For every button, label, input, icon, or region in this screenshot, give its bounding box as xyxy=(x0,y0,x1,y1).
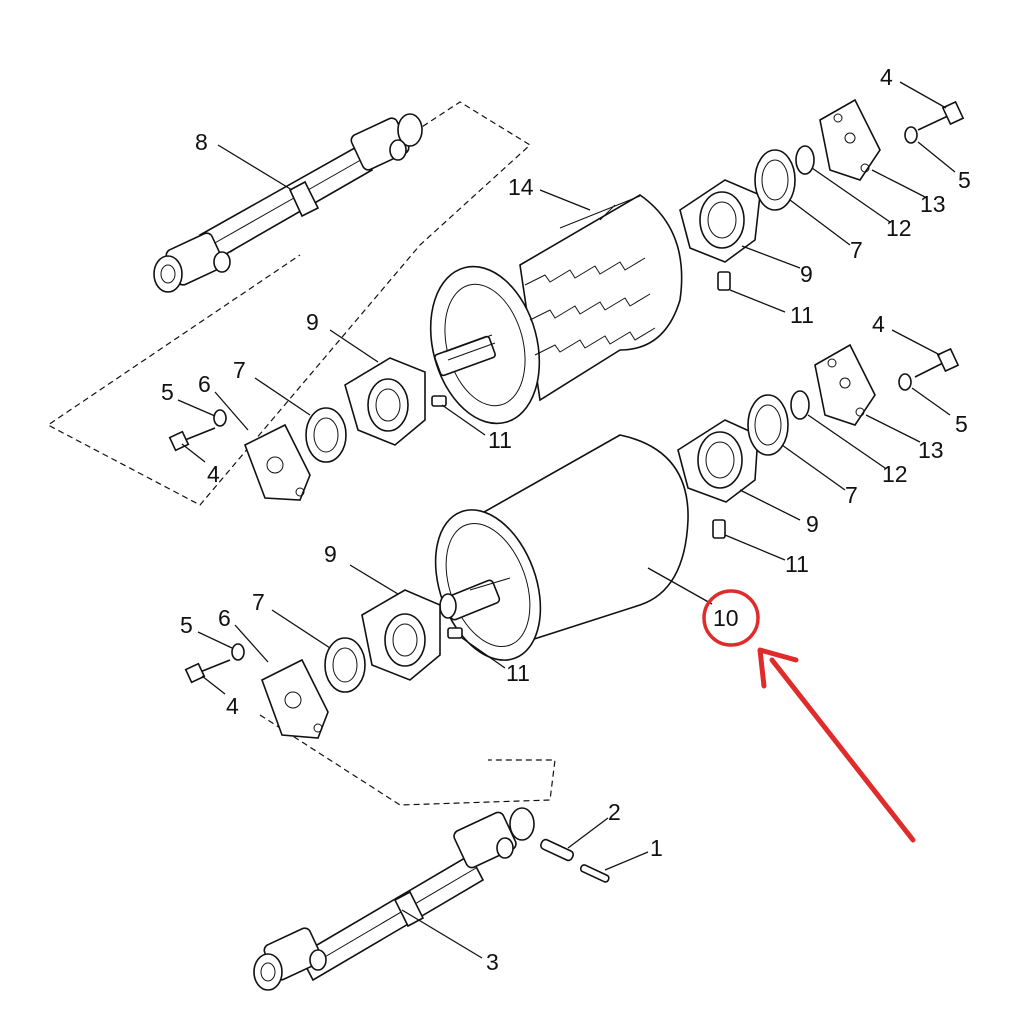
bolt-upper-left xyxy=(168,427,216,452)
bearing-lower-left xyxy=(324,637,366,693)
drive-shaft-lower xyxy=(253,807,535,991)
bolt-lower-left xyxy=(184,659,231,684)
highlight-arrow xyxy=(757,647,916,843)
callout-7-upper-left: 7 xyxy=(233,357,246,383)
callout-1: 1 xyxy=(650,835,663,861)
callout-9-lower-left: 9 xyxy=(324,541,337,567)
callout-9-upper-left: 9 xyxy=(306,309,319,335)
bolt-upper-right xyxy=(917,100,965,131)
callout-12-lower-right: 12 xyxy=(882,461,908,487)
drum-lower xyxy=(434,434,689,661)
highlight-circle xyxy=(702,589,760,647)
callout-13-upper-right: 13 xyxy=(920,191,946,217)
flange-plate-upper-left xyxy=(243,423,311,501)
callout-11-lower-right: 11 xyxy=(785,551,809,577)
assembly-dashed-line-upper xyxy=(46,101,531,506)
callout-6-lower-left: 6 xyxy=(218,605,231,631)
callout-7-lower-left: 7 xyxy=(252,589,265,615)
callout-2: 2 xyxy=(608,799,621,825)
bearing-housing-upper-left xyxy=(344,357,447,446)
callout-11-upper-right: 11 xyxy=(790,302,814,328)
callout-4-upper-right: 4 xyxy=(880,64,893,90)
callout-6-upper-left: 6 xyxy=(198,371,211,397)
nut-upper-left xyxy=(213,409,227,427)
callout-12-upper-right: 12 xyxy=(886,215,912,241)
drive-shaft-upper xyxy=(153,113,423,293)
nut-lower-left xyxy=(231,643,245,661)
callout-7-upper-right: 7 xyxy=(850,237,863,263)
assembly-dashed-line-lower xyxy=(259,714,556,806)
callout-10: 10 xyxy=(713,605,739,631)
nut-lower-right xyxy=(898,373,912,391)
bearing-upper-right xyxy=(754,149,796,211)
callout-7-lower-right: 7 xyxy=(845,482,858,508)
bolt-lower-right xyxy=(914,347,960,378)
callout-3: 3 xyxy=(486,949,499,975)
bearing-lower-right xyxy=(747,394,789,456)
bearing-housing-lower-right xyxy=(677,419,759,539)
bearing-upper-left xyxy=(305,407,347,463)
callout-14: 14 xyxy=(508,174,534,200)
callout-9-lower-right: 9 xyxy=(806,511,819,537)
callout-4-lower-right: 4 xyxy=(872,311,885,337)
nut-upper-right xyxy=(904,126,918,144)
callout-5-upper-left: 5 xyxy=(161,379,174,405)
callout-5-lower-left: 5 xyxy=(180,612,193,638)
callout-5-upper-right: 5 xyxy=(958,167,971,193)
bearing-housing-upper-right xyxy=(679,179,761,291)
snap-ring-lower-right xyxy=(790,390,810,420)
callout-11-upper-left: 11 xyxy=(488,427,512,453)
callout-11-lower-left: 11 xyxy=(506,660,530,686)
snap-ring-upper-right xyxy=(795,145,815,175)
bearing-housing-lower-left xyxy=(361,589,463,681)
roll-pin xyxy=(579,864,610,883)
callout-labels: 8 14 4 5 13 12 7 9 11 9 11 7 6 5 4 4 5 1… xyxy=(161,64,971,975)
flange-plate-lower-right xyxy=(814,343,876,426)
callout-9-upper-right: 9 xyxy=(800,261,813,287)
leader-lines xyxy=(177,81,956,959)
spring-pin xyxy=(539,838,575,862)
callout-5-lower-right: 5 xyxy=(955,411,968,437)
callout-8: 8 xyxy=(195,129,208,155)
callout-4-lower-left: 4 xyxy=(226,693,239,719)
callout-13-lower-right: 13 xyxy=(918,437,944,463)
flange-plate-lower-left xyxy=(261,658,329,739)
callout-4-upper-left: 4 xyxy=(207,461,220,487)
rotor-drum-upper xyxy=(429,194,683,425)
flange-plate-upper-right xyxy=(819,98,881,181)
